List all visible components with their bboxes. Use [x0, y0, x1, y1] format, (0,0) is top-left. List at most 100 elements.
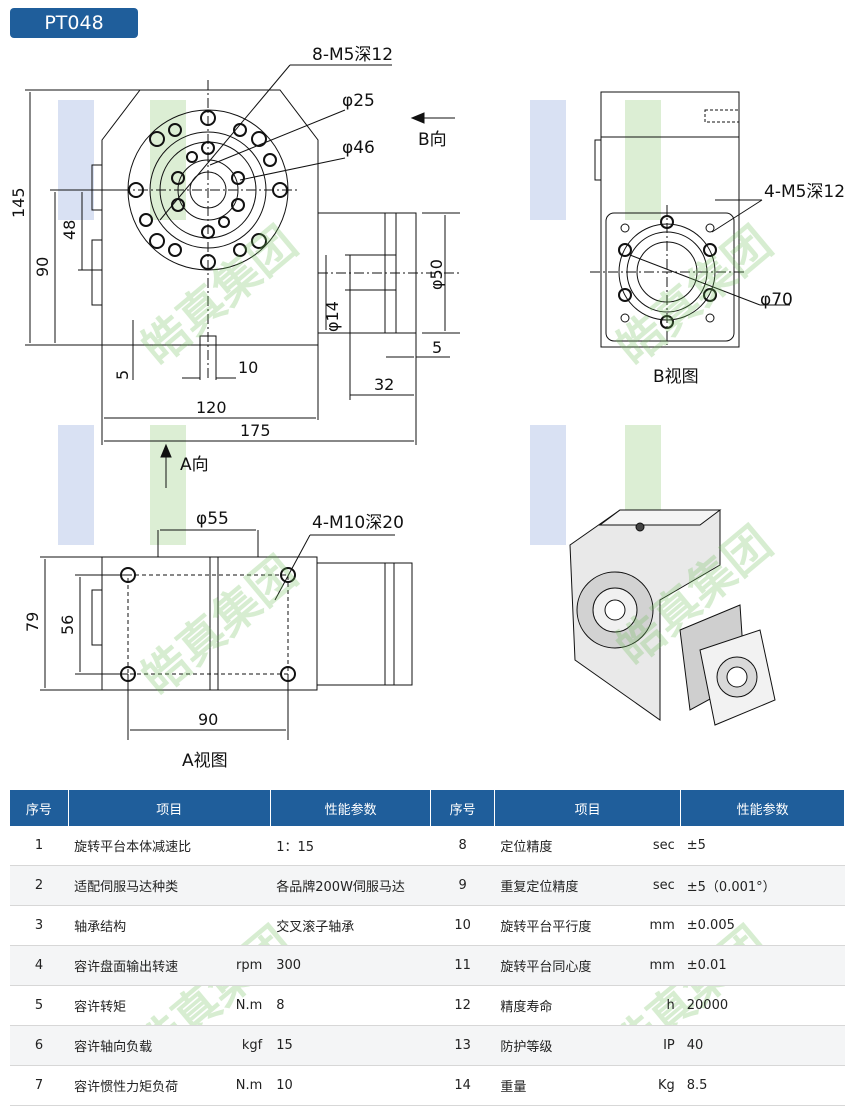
header-no-2: 序号 [430, 790, 495, 826]
label-phi25: φ25 [342, 91, 375, 111]
row-item-2: 重量 [494, 1065, 640, 1106]
row-value: 各品牌200W伺服马达 [270, 865, 431, 906]
dim-48: 48 [60, 220, 79, 240]
row-value-2: 8.5 [680, 1065, 845, 1106]
row-unit: N.m [217, 985, 271, 1026]
dim-phi50: φ50 [427, 259, 446, 290]
row-no-2: 8 [430, 826, 495, 866]
label-thread-b: 4-M5深12 [764, 182, 845, 202]
row-item-2: 定位精度 [494, 826, 640, 866]
row-no: 5 [10, 985, 69, 1026]
row-unit [217, 865, 271, 906]
row-no-2: 9 [430, 865, 495, 906]
label-dir-a: A向 [180, 455, 209, 475]
model-tag: PT048 [10, 8, 138, 38]
dim-79: 79 [23, 612, 42, 632]
header-item: 项目 [68, 790, 271, 826]
row-value-2: ±5 [680, 826, 845, 866]
header-param: 性能参数 [270, 790, 432, 826]
row-unit: rpm [217, 945, 271, 986]
row-item-2: 防护等级 [494, 1025, 640, 1066]
row-item: 旋转平台本体减速比 [68, 826, 218, 866]
label-phi46: φ46 [342, 138, 375, 158]
header-item-2: 项目 [494, 790, 682, 826]
label-view-a: A视图 [182, 751, 228, 771]
label-thread-top: 8-M5深12 [312, 45, 393, 65]
row-unit-2: IP [639, 1025, 681, 1066]
dim-5-right: 5 [432, 338, 442, 357]
technical-drawing: 8-M5深12 φ25 φ46 B向 A向 145 90 48 5 10 5 3… [9, 45, 845, 771]
row-value: 15 [270, 1025, 431, 1066]
label-phi55: φ55 [196, 509, 229, 529]
row-value-2: ±0.005 [680, 905, 845, 946]
row-item: 容许转矩 [68, 985, 218, 1026]
row-item-2: 旋转平台平行度 [494, 905, 640, 946]
dim-56: 56 [58, 615, 77, 635]
row-unit: N.m [217, 1065, 271, 1106]
dim-175: 175 [240, 421, 271, 440]
row-item: 轴承结构 [68, 905, 218, 946]
row-unit [217, 905, 271, 946]
row-value-2: 40 [680, 1025, 845, 1066]
row-value: 10 [270, 1065, 431, 1106]
row-unit-2: sec [639, 865, 681, 906]
dim-90-bottom: 90 [198, 710, 218, 729]
row-value-2: ±5（0.001°） [680, 865, 845, 906]
a-view [40, 529, 413, 740]
front-view [25, 64, 460, 488]
row-item: 适配伺服马达种类 [68, 865, 218, 906]
row-item: 容许惯性力矩负荷 [68, 1065, 218, 1106]
row-item: 容许盘面输出转速 [68, 945, 218, 986]
row-unit-2: Kg [639, 1065, 681, 1106]
row-no-2: 14 [430, 1065, 495, 1106]
dim-145: 145 [9, 187, 28, 218]
row-item: 容许轴向负载 [68, 1025, 218, 1066]
label-phi70: φ70 [760, 290, 793, 310]
row-item-2: 精度寿命 [494, 985, 640, 1026]
row-no: 2 [10, 865, 69, 906]
dim-90: 90 [33, 257, 52, 277]
row-value-2: ±0.01 [680, 945, 845, 986]
row-item-2: 旋转平台同心度 [494, 945, 640, 986]
watermark-logo-shapes [58, 100, 661, 545]
dim-5-left: 5 [113, 370, 132, 380]
dim-32: 32 [374, 375, 394, 394]
row-unit: kgf [217, 1025, 271, 1066]
row-no: 4 [10, 945, 69, 986]
header-param-2: 性能参数 [680, 790, 845, 826]
row-no-2: 10 [430, 905, 495, 946]
row-no: 7 [10, 1065, 69, 1106]
row-value: 1：15 [270, 826, 431, 866]
row-value: 交叉滚子轴承 [270, 905, 431, 946]
row-item-2: 重复定位精度 [494, 865, 640, 906]
row-no: 3 [10, 905, 69, 946]
row-no-2: 11 [430, 945, 495, 986]
row-unit-2: mm [639, 945, 681, 986]
b-view [590, 91, 790, 348]
header-no: 序号 [10, 790, 69, 826]
row-no: 1 [10, 826, 69, 866]
label-view-b: B视图 [653, 367, 699, 387]
row-no-2: 13 [430, 1025, 495, 1066]
label-thread-a: 4-M10深20 [312, 513, 404, 533]
isometric-view [569, 509, 776, 726]
row-unit-2: mm [639, 905, 681, 946]
dim-120: 120 [196, 398, 227, 417]
label-dir-b: B向 [418, 130, 447, 150]
row-unit-2: h [639, 985, 681, 1026]
dim-phi14: φ14 [323, 301, 342, 332]
dim-10: 10 [238, 358, 258, 377]
spec-table-header: 序号 项目 性能参数 序号 项目 性能参数 [10, 790, 845, 826]
row-value: 300 [270, 945, 431, 986]
row-unit [217, 826, 271, 866]
row-value-2: 20000 [680, 985, 845, 1026]
row-no: 6 [10, 1025, 69, 1066]
row-no-2: 12 [430, 985, 495, 1026]
